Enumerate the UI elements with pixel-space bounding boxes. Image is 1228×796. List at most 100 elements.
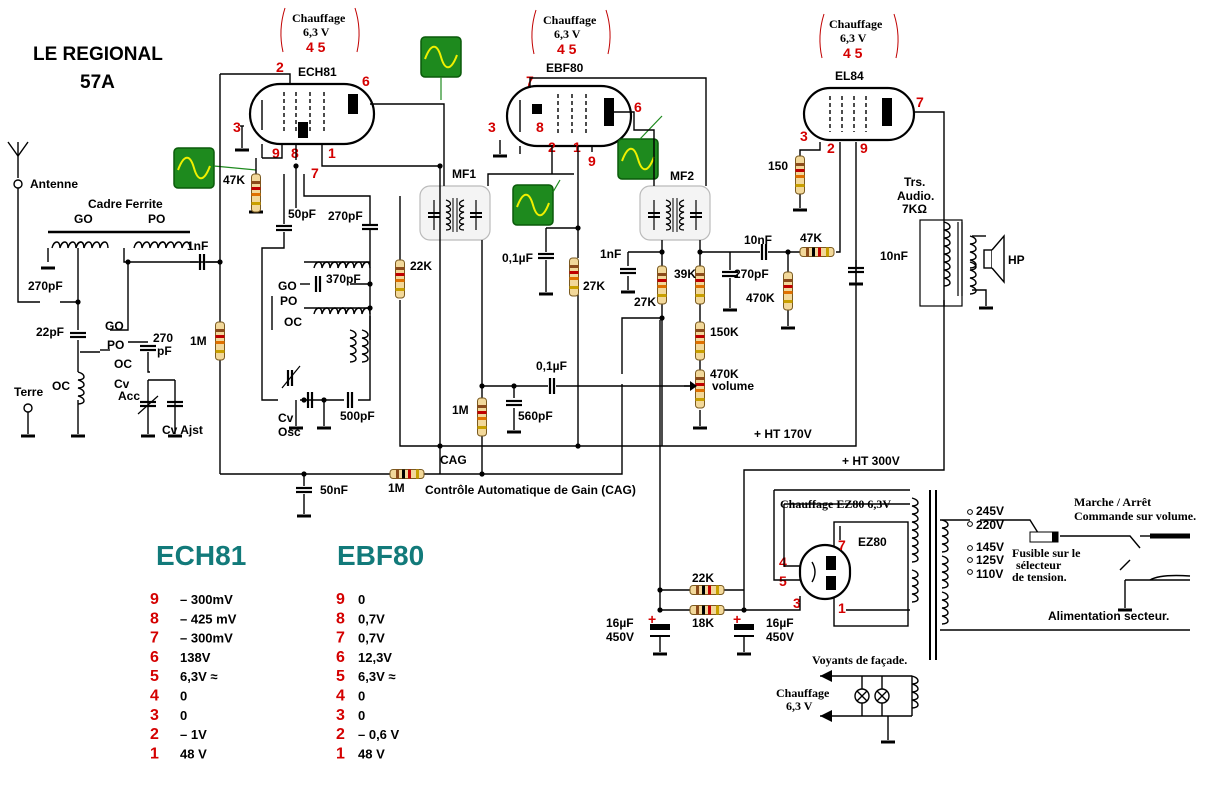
svg-text:16µF: 16µF xyxy=(606,616,634,630)
svg-text:22K: 22K xyxy=(692,571,714,585)
voltage-pin-value: 0 xyxy=(358,592,365,607)
voltage-pin-value: 6,3V ≈ xyxy=(358,669,396,684)
variable-capacitors xyxy=(137,365,314,415)
svg-text:245V: 245V xyxy=(976,504,1004,518)
voltage-pin-number: 6 xyxy=(150,649,159,666)
table-title-ech81: ECH81 xyxy=(156,540,246,571)
voltage-pin-value: 6,3V ≈ xyxy=(180,669,218,684)
voltage-pin-number: 4 xyxy=(150,688,159,705)
svg-text:8: 8 xyxy=(291,145,299,161)
voltage-pin-value: 0 xyxy=(180,689,187,704)
svg-text:10nF: 10nF xyxy=(744,233,772,247)
svg-text:560pF: 560pF xyxy=(518,409,553,423)
svg-text:PO: PO xyxy=(148,212,165,226)
svg-text:9: 9 xyxy=(272,145,280,161)
svg-text:47K: 47K xyxy=(800,231,822,245)
svg-text:Antenne: Antenne xyxy=(30,177,78,191)
scope-icon-3 xyxy=(512,184,554,226)
voltage-pin-number: 5 xyxy=(336,668,345,685)
svg-text:+ HT 170V: + HT 170V xyxy=(754,427,812,441)
capacitors xyxy=(68,223,866,494)
svg-text:10nF: 10nF xyxy=(880,249,908,263)
voltage-pin-value: 0 xyxy=(358,708,365,723)
svg-text:Contrôle Automatique de Gain (: Contrôle Automatique de Gain (CAG) xyxy=(425,483,636,497)
svg-text:1: 1 xyxy=(838,600,846,616)
mf2-label: MF2 xyxy=(670,169,694,183)
svg-text:GO: GO xyxy=(105,319,124,333)
svg-text:Trs.: Trs. xyxy=(904,175,925,189)
svg-text:3: 3 xyxy=(233,119,241,135)
svg-text:Cv Ajst: Cv Ajst xyxy=(162,423,203,437)
mf1-label: MF1 xyxy=(452,167,476,181)
voltage-pin-number: 2 xyxy=(336,726,345,743)
tube-ech81: ECH81 2 6 3 9 8 7 1 xyxy=(233,59,376,181)
svg-text:1nF: 1nF xyxy=(600,247,621,261)
svg-text:8: 8 xyxy=(536,119,544,135)
svg-text:0,1µF: 0,1µF xyxy=(502,251,533,265)
svg-text:1M: 1M xyxy=(190,334,207,348)
svg-text:3: 3 xyxy=(488,119,496,135)
svg-text:1M: 1M xyxy=(452,403,469,417)
svg-text:3: 3 xyxy=(800,128,808,144)
svg-text:47K: 47K xyxy=(223,173,245,187)
svg-text:Chauffage: Chauffage xyxy=(292,11,346,25)
svg-text:110V: 110V xyxy=(976,567,1003,581)
title-line1: LE REGIONAL xyxy=(33,44,163,65)
voltage-pin-number: 8 xyxy=(150,610,159,627)
tube-ebf80: EBF80 7 8 3 6 2 1 9 xyxy=(488,61,642,169)
if-transformer-mf1 xyxy=(419,185,491,241)
svg-text:6,3 V: 6,3 V xyxy=(840,31,867,45)
voltage-pin-number: 6 xyxy=(336,649,345,666)
voltage-pin-value: – 1V xyxy=(180,727,207,742)
tube-el84: EL84 7 3 2 9 xyxy=(800,69,924,156)
svg-text:4 5: 4 5 xyxy=(306,39,326,55)
svg-text:+ HT 300V: + HT 300V xyxy=(842,454,900,468)
voltage-pin-value: 12,3V xyxy=(358,650,392,665)
svg-text:0,1µF: 0,1µF xyxy=(536,359,567,373)
svg-text:7: 7 xyxy=(916,94,924,110)
svg-text:+: + xyxy=(733,611,741,627)
svg-text:Osc: Osc xyxy=(278,425,301,439)
svg-text:500pF: 500pF xyxy=(340,409,375,423)
svg-text:1: 1 xyxy=(328,145,336,161)
voltage-pin-value: – 300mV xyxy=(180,592,233,607)
voltage-pin-number: 3 xyxy=(150,707,159,724)
svg-text:Terre: Terre xyxy=(14,385,43,399)
svg-text:Commande sur volume.: Commande sur volume. xyxy=(1074,509,1196,523)
voltage-pin-value: 0,7V xyxy=(358,611,385,626)
voltage-pin-number: 1 xyxy=(336,745,345,762)
svg-text:4: 4 xyxy=(779,554,787,570)
svg-text:1: 1 xyxy=(573,139,581,155)
svg-text:7KΩ: 7KΩ xyxy=(902,202,927,216)
voltage-pin-number: 3 xyxy=(336,707,345,724)
svg-text:Audio.: Audio. xyxy=(897,189,934,203)
heater-label-ebf80: Chauffage 6,3 V 4 5 xyxy=(531,9,611,57)
voltage-pin-value: 48 V xyxy=(358,746,385,761)
svg-text:22pF: 22pF xyxy=(36,325,64,339)
svg-text:18K: 18K xyxy=(692,616,714,630)
svg-text:39K: 39K xyxy=(674,267,696,281)
svg-text:Chauffage EZ80 6,3V: Chauffage EZ80 6,3V xyxy=(780,497,891,511)
svg-text:Cv: Cv xyxy=(114,377,130,391)
svg-text:2: 2 xyxy=(827,140,835,156)
svg-text:9: 9 xyxy=(588,153,596,169)
svg-text:6: 6 xyxy=(362,73,370,89)
svg-text:270pF: 270pF xyxy=(328,209,363,223)
svg-text:PO: PO xyxy=(107,338,124,352)
svg-text:9: 9 xyxy=(860,140,868,156)
svg-text:370pF: 370pF xyxy=(326,272,361,286)
svg-text:6,3 V: 6,3 V xyxy=(554,27,581,41)
voltage-pin-number: 9 xyxy=(150,591,159,608)
svg-text:6,3 V: 6,3 V xyxy=(786,699,813,713)
speaker-icon xyxy=(983,234,1005,284)
voltage-pin-number: 9 xyxy=(336,591,345,608)
voltage-pin-number: 7 xyxy=(336,630,345,647)
svg-text:125V: 125V xyxy=(976,553,1004,567)
scope-icon-1 xyxy=(173,147,215,189)
svg-text:450V: 450V xyxy=(606,630,634,644)
voltage-pin-value: 0 xyxy=(358,689,365,704)
scope-probes xyxy=(213,77,663,193)
heater-label-el84: Chauffage 6,3 V 4 5 xyxy=(819,13,899,61)
